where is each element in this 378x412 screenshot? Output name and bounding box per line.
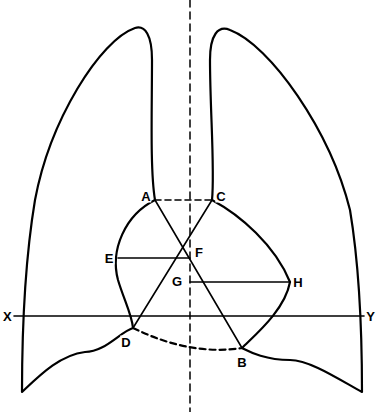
horizontal-line — [14, 315, 364, 317]
dashed-line — [133, 328, 242, 350]
midline — [189, 0, 191, 412]
point-label: F — [194, 246, 204, 259]
point-label: D — [120, 336, 131, 349]
horizontal-line — [118, 257, 190, 259]
dashed-line — [155, 199, 212, 201]
point-label: E — [104, 252, 115, 265]
left-lung-outline — [22, 27, 155, 392]
point-label: C — [215, 190, 226, 203]
heart-left-border — [116, 200, 155, 328]
diagonal-line — [133, 200, 212, 328]
point-label: X — [2, 310, 13, 323]
point-label: H — [292, 276, 303, 289]
point-label: B — [236, 356, 247, 369]
right-lung-outline — [210, 29, 362, 392]
point-label: G — [171, 275, 183, 288]
point-label: A — [140, 190, 151, 203]
heart-right-border — [212, 200, 290, 348]
horizontal-line — [190, 281, 290, 283]
point-label: Y — [365, 310, 376, 323]
